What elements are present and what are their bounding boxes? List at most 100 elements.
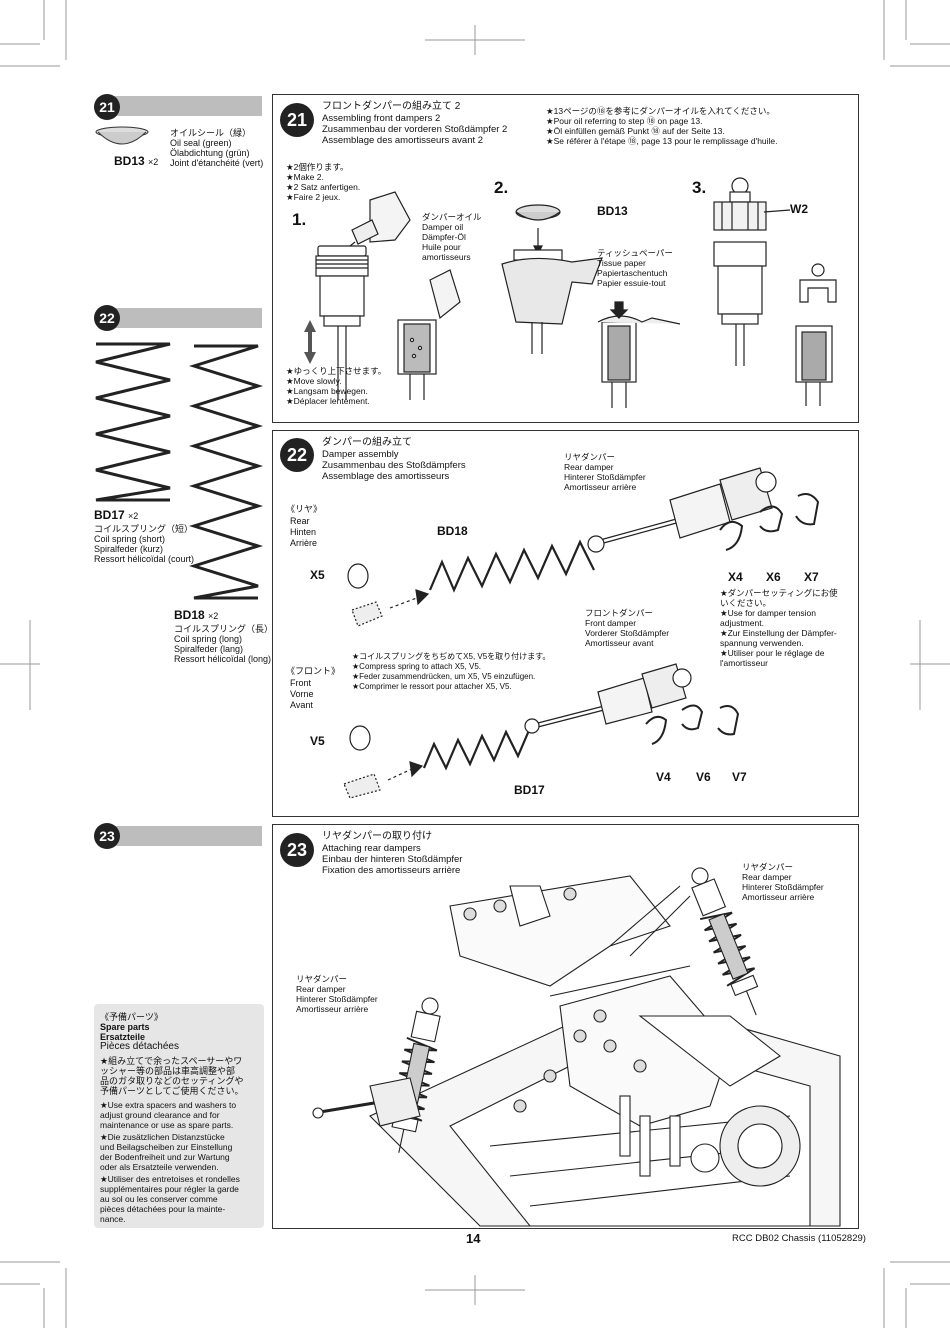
step-22-badge: 22 [94,305,120,331]
s21-w2-label: W2 [790,202,808,216]
spare-line: oder als Ersatzteile verwenden. [100,1162,219,1172]
spare-title-de: Ersatzteile [100,1032,146,1042]
s22-title-en: Damper assembly [322,449,399,460]
s22-title-jp: ダンパーの組み立て [322,437,412,448]
step-21-panel-badge: 21 [280,103,314,137]
s23-rd-left-fr: Amortisseur arrière [296,1004,369,1014]
s21-oilnote-fr: ★Se référer à l'étape ⑱, page 13 pour le… [546,136,778,146]
spare-line: nance. [100,1214,126,1224]
s21-make-en: ★Make 2. [286,172,324,182]
spare-title-en: Spare parts [100,1022,150,1032]
s22-tension-line: いください。 [720,598,772,608]
s21-sub1: 1. [292,210,307,229]
s21-sub2: 2. [494,178,509,197]
bd13-name-de: Ölabdichtung (grün) [170,148,250,158]
s22-bd17-label: BD17 [514,783,545,797]
s22-rear-tag-en: Rear [290,516,310,526]
s21-oil-label-de: Dämpfer-Öl [422,232,466,242]
s21-oilnote-en: ★Pour oil referring to step ⑱ on page 13… [546,116,703,126]
s23-title-jp: リヤダンパーの取り付け [322,831,432,842]
s22-tension-line: ★Use for damper tension [720,608,816,618]
s22-title-fr: Assemblage des amortisseurs [322,471,450,482]
s21-move-en: ★Move slowly. [286,376,342,386]
s23-title-en: Attaching rear dampers [322,843,421,854]
s21-seal-tissue-illustration [501,204,681,408]
s22-v6-label: V6 [696,770,711,784]
s21-oil-label-jp: ダンパーオイル [422,212,482,222]
bd13-part-id: BD13 ×2 [114,154,159,168]
s22-v5-label: V5 [310,734,325,748]
bd18-part-id: BD18 ×2 [174,608,219,622]
s22-title-de: Zusammenbau des Stoßdämpfers [322,460,466,471]
s23-rd-right-jp: リヤダンパー [742,862,794,872]
spare-line: 品のガタ取りなどのセッティングや [100,1076,244,1086]
s21-tissue-jp: ティッシュペーパー [597,248,673,258]
s22-front-damper-en: Front damper [585,618,637,628]
s21-oilnote-jp: ★13ページの⑱を参考にダンパーオイルを入れてください。 [546,106,775,116]
s22-rear-damper-fr: Amortisseur arrière [564,482,637,492]
s21-oilnote-de: ★Öl einfüllen gemäß Punkt ⑱ auf der Seit… [546,126,725,136]
s21-move-jp: ★ゆっくり上下させます。 [286,366,387,376]
bd17-name-fr: Ressort hélicoïdal (court) [94,554,195,564]
s21-move-fr: ★Déplacer lentement. [286,396,370,406]
long-spring-icon [188,344,264,600]
step-22-bar [106,308,262,328]
bd13-name-jp: オイルシール（緑） [170,128,252,138]
s22-front-damper-de: Vorderer Stoßdämpfer [585,628,670,638]
spare-line: 予備パーツとしてご使用ください。 [100,1086,244,1096]
s21-title-fr: Assemblage des amortisseurs avant 2 [322,135,484,146]
s21-tissue-fr: Papier essuie-tout [597,278,666,288]
s22-v4-label: V4 [656,770,671,784]
spare-line: ★Die zusätzlichen Distanzstücke [100,1132,225,1142]
s23-title-fr: Fixation des amortisseurs arrière [322,865,461,876]
spare-line: ★Use extra spacers and washers to [100,1100,237,1110]
s22-tension-line: ★Utiliser pour le réglage de [720,648,825,658]
s23-rd-right-de: Hinterer Stoßdämpfer [742,882,824,892]
oil-seal-icon [95,126,149,145]
s21-title-de: Zusammenbau der vorderen Stoßdämpfer 2 [322,124,508,135]
s22-x4-label: X4 [728,570,743,584]
step-21-badge: 21 [94,94,120,120]
bd18-name-fr: Ressort hélicoïdal (long) [174,654,272,664]
s22-front-tag-en: Front [290,678,312,688]
s22-x5-label: X5 [310,568,325,582]
s22-rear-tag-fr: Arrière [290,538,318,548]
s22-v7-label: V7 [732,770,747,784]
s22-tension-line: adjustment. [720,618,764,628]
s21-oil-label-en: Damper oil [422,222,464,232]
spare-line: supplémentaires pour régler la garde [100,1184,239,1194]
s22-front-damper-jp: フロントダンパー [585,608,654,618]
s22-rear-tag-jp: 《リヤ》 [286,504,323,514]
s22-front-damper-illustration [343,663,740,799]
step-23-bar [106,826,262,846]
spare-line: adjust ground clearance and for [100,1110,220,1120]
bd17-name-jp: コイルスプリング（短） [94,524,194,534]
s22-tension-line: ★Zur Einstellung der Dämpfer- [720,628,837,638]
bd18-name-de: Spiralfeder (lang) [174,644,244,654]
s21-sub3: 3. [692,178,707,197]
s22-rear-damper-illustration [347,467,820,627]
s21-tissue-en: Tissue paper [597,258,646,268]
spare-title-jp: 《予備パーツ》 [100,1012,163,1022]
s22-rear-damper-de: Hinterer Stoßdämpfer [564,472,646,482]
spare-line: der Bodenfreiheit und zur Wartung [100,1152,230,1162]
s21-move-de: ★Langsam bewegen. [286,386,368,396]
s21-oil-bottle-shock-illustration [304,191,461,400]
step-21-bar [106,96,262,116]
s21-tissue-de: Papiertaschentuch [597,268,668,278]
s21-cap-illustration [713,177,837,406]
spare-parts-box [94,1004,264,1228]
s22-x7-label: X7 [804,570,819,584]
spare-title-fr: Pièces détachées [100,1041,179,1052]
s22-rear-damper-jp: リヤダンパー [564,452,616,462]
short-spring-icon [95,342,171,502]
s22-front-tag-jp: 《フロント》 [286,666,341,676]
spare-line: ★組み立てで余ったスペーサーやワ [100,1056,243,1066]
s22-tension-line: spannung verwenden. [720,638,804,648]
spare-line: und Beilagscheiben zur Einstellung [100,1142,233,1152]
spare-line: ッシャー等の部品は車高調整や部 [100,1066,236,1076]
s23-rd-left-jp: リヤダンパー [296,974,348,984]
bd17-part-id: BD17 ×2 [94,508,139,522]
s21-oil-label-fr2: amortisseurs [422,252,471,262]
